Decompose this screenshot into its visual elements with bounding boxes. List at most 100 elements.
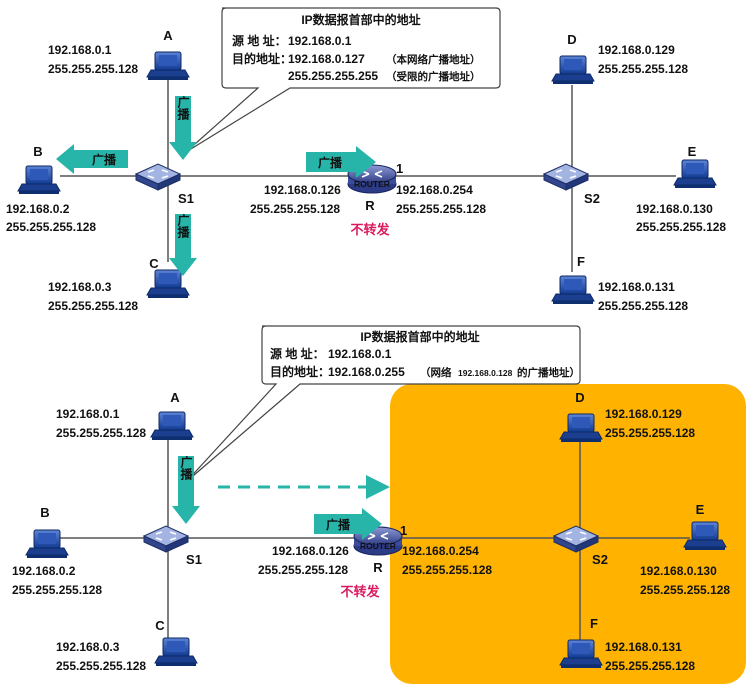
- top-host-f-name: F: [577, 254, 585, 269]
- top-host-b-mask: 255.255.255.128: [6, 220, 96, 234]
- bottom-host-f-name: F: [590, 616, 598, 631]
- bottom-callout-note-c: 的广播地址）: [517, 366, 580, 379]
- bottom-router-label: R: [373, 560, 383, 575]
- top-host-a: A 192.168.0.1 255.255.255.128: [48, 28, 190, 81]
- bottom-switch-s1-label: S1: [186, 552, 202, 567]
- top-callout-dst-value1: 192.168.0.127: [288, 52, 365, 66]
- top-host-c: C 192.168.0.3 255.255.255.128: [48, 256, 190, 313]
- bottom-host-b-mask: 255.255.255.128: [12, 583, 102, 597]
- bottom-host-b-ip: 192.168.0.2: [12, 564, 76, 578]
- top-callout-src-label: 源 地 址：: [232, 33, 287, 48]
- top-host-a-mask: 255.255.255.128: [48, 62, 138, 76]
- bottom-host-f-ip: 192.168.0.131: [605, 640, 682, 654]
- bottom-router: ROUTER R 1 192.168.0.126 255.255.255.128…: [258, 523, 492, 599]
- bottom-host-a: A 192.168.0.1 255.255.255.128: [56, 390, 194, 441]
- top-broadcast-arrow-left: 广播: [56, 144, 128, 174]
- bottom-callout: IP数据报首部中的地址 源 地 址： 192.168.0.1 目的地址： 192…: [185, 325, 581, 483]
- bottom-broadcast-label-right: 广播: [326, 517, 351, 532]
- top-callout-title: IP数据报首部中的地址: [301, 12, 420, 27]
- top-host-a-computer-icon: [146, 51, 190, 81]
- top-switch-s1-icon: [135, 163, 181, 191]
- bottom-host-c: C 192.168.0.3 255.255.255.128: [56, 618, 198, 673]
- bottom-broadcast-arrow-right: 广播: [314, 508, 382, 540]
- bottom-host-e-name: E: [696, 502, 705, 517]
- top-host-d: D 192.168.0.129 255.255.255.128: [551, 32, 688, 85]
- bottom-switch-s1-icon: [143, 525, 189, 553]
- bottom-broadcast-arrow-down: 广播: [172, 455, 200, 524]
- bottom-callout-note-a: （网络: [420, 366, 452, 379]
- bottom-host-b: B 192.168.0.2 255.255.255.128: [12, 505, 102, 597]
- top-router-icon-text: ROUTER: [354, 179, 390, 189]
- top-host-b: B 192.168.0.2 255.255.255.128: [6, 144, 96, 234]
- bottom-router-icon-text: ROUTER: [360, 541, 396, 551]
- top-broadcast-label-down-2: 广播: [176, 213, 190, 239]
- top-panel: IP数据报首部中的地址 源 地 址： 192.168.0.1 目的地址： 192…: [6, 7, 726, 313]
- top-callout-dst-note2: （受限的广播地址）: [386, 70, 481, 83]
- bottom-not-forward-label: 不转发: [340, 584, 380, 599]
- top-switch-s2-label: S2: [584, 191, 600, 206]
- top-host-f-mask: 255.255.255.128: [598, 299, 688, 313]
- top-host-b-computer-icon: [17, 165, 61, 195]
- bottom-host-a-mask: 255.255.255.128: [56, 426, 146, 440]
- bottom-callout-src-label: 源 地 址：: [270, 346, 325, 361]
- top-callout-dst-label: 目的地址：: [232, 51, 292, 66]
- bottom-host-d-ip: 192.168.0.129: [605, 407, 682, 421]
- top-host-a-ip: 192.168.0.1: [48, 43, 112, 57]
- top-router-left-mask: 255.255.255.128: [250, 202, 340, 216]
- top-host-f-computer-icon: [551, 275, 595, 305]
- bottom-host-a-computer-icon: [150, 411, 194, 441]
- bottom-switch-s2: S2: [553, 525, 608, 567]
- top-switch-s2-icon: [543, 163, 589, 191]
- bottom-host-c-name: C: [155, 618, 165, 633]
- top-router-port: 1: [396, 161, 403, 176]
- top-router-left-ip: 192.168.0.126: [264, 183, 341, 197]
- top-callout-src-value: 192.168.0.1: [288, 34, 352, 48]
- top-router-right-mask: 255.255.255.128: [396, 202, 486, 216]
- top-broadcast-label-right: 广播: [318, 155, 343, 170]
- bottom-callout-title: IP数据报首部中的地址: [360, 329, 479, 344]
- top-switch-s2: S2: [543, 163, 600, 206]
- top-broadcast-arrow-down-2: 广播: [169, 213, 197, 276]
- bottom-host-c-ip: 192.168.0.3: [56, 640, 120, 654]
- bottom-host-c-computer-icon: [154, 637, 198, 667]
- top-host-e: E 192.168.0.130 255.255.255.128: [636, 144, 726, 234]
- top-host-e-name: E: [688, 144, 697, 159]
- bottom-host-e: E 192.168.0.130 255.255.255.128: [640, 502, 730, 597]
- bottom-broadcast-label-down: 广播: [179, 455, 193, 481]
- bottom-router-right-ip: 192.168.0.254: [402, 544, 479, 558]
- bottom-host-a-name: A: [170, 390, 180, 405]
- bottom-host-e-mask: 255.255.255.128: [640, 583, 730, 597]
- top-broadcast-label-left: 广播: [92, 152, 117, 167]
- top-switch-s1: S1: [135, 163, 194, 206]
- top-not-forward-label: 不转发: [350, 222, 390, 237]
- top-host-c-mask: 255.255.255.128: [48, 299, 138, 313]
- bottom-host-b-name: B: [40, 505, 49, 520]
- top-switch-s1-label: S1: [178, 191, 194, 206]
- bottom-router-left-ip: 192.168.0.126: [272, 544, 349, 558]
- top-broadcast-arrow-right: 广播: [306, 146, 376, 178]
- top-host-e-ip: 192.168.0.130: [636, 202, 713, 216]
- bottom-host-a-ip: 192.168.0.1: [56, 407, 120, 421]
- bottom-callout-note-b: 192.168.0.128: [458, 368, 513, 378]
- bottom-host-b-computer-icon: [25, 529, 69, 559]
- top-host-c-ip: 192.168.0.3: [48, 280, 112, 294]
- bottom-host-d-name: D: [575, 390, 584, 405]
- top-host-c-name: C: [149, 256, 159, 271]
- bottom-host-c-mask: 255.255.255.128: [56, 659, 146, 673]
- top-host-e-mask: 255.255.255.128: [636, 220, 726, 234]
- top-host-b-name: B: [33, 144, 42, 159]
- top-callout: IP数据报首部中的地址 源 地 址： 192.168.0.1 目的地址： 192…: [185, 7, 501, 153]
- top-host-f-ip: 192.168.0.131: [598, 280, 675, 294]
- top-host-d-name: D: [567, 32, 576, 47]
- bottom-router-left-mask: 255.255.255.128: [258, 563, 348, 577]
- top-router-label: R: [365, 198, 375, 213]
- bottom-callout-dst-value: 192.168.0.255: [328, 365, 405, 379]
- top-callout-dst-value2: 255.255.255.255: [288, 69, 378, 83]
- top-host-e-computer-icon: [673, 159, 717, 189]
- top-host-b-ip: 192.168.0.2: [6, 202, 70, 216]
- bottom-router-right-mask: 255.255.255.128: [402, 563, 492, 577]
- bottom-host-f-mask: 255.255.255.128: [605, 659, 695, 673]
- top-host-d-ip: 192.168.0.129: [598, 43, 675, 57]
